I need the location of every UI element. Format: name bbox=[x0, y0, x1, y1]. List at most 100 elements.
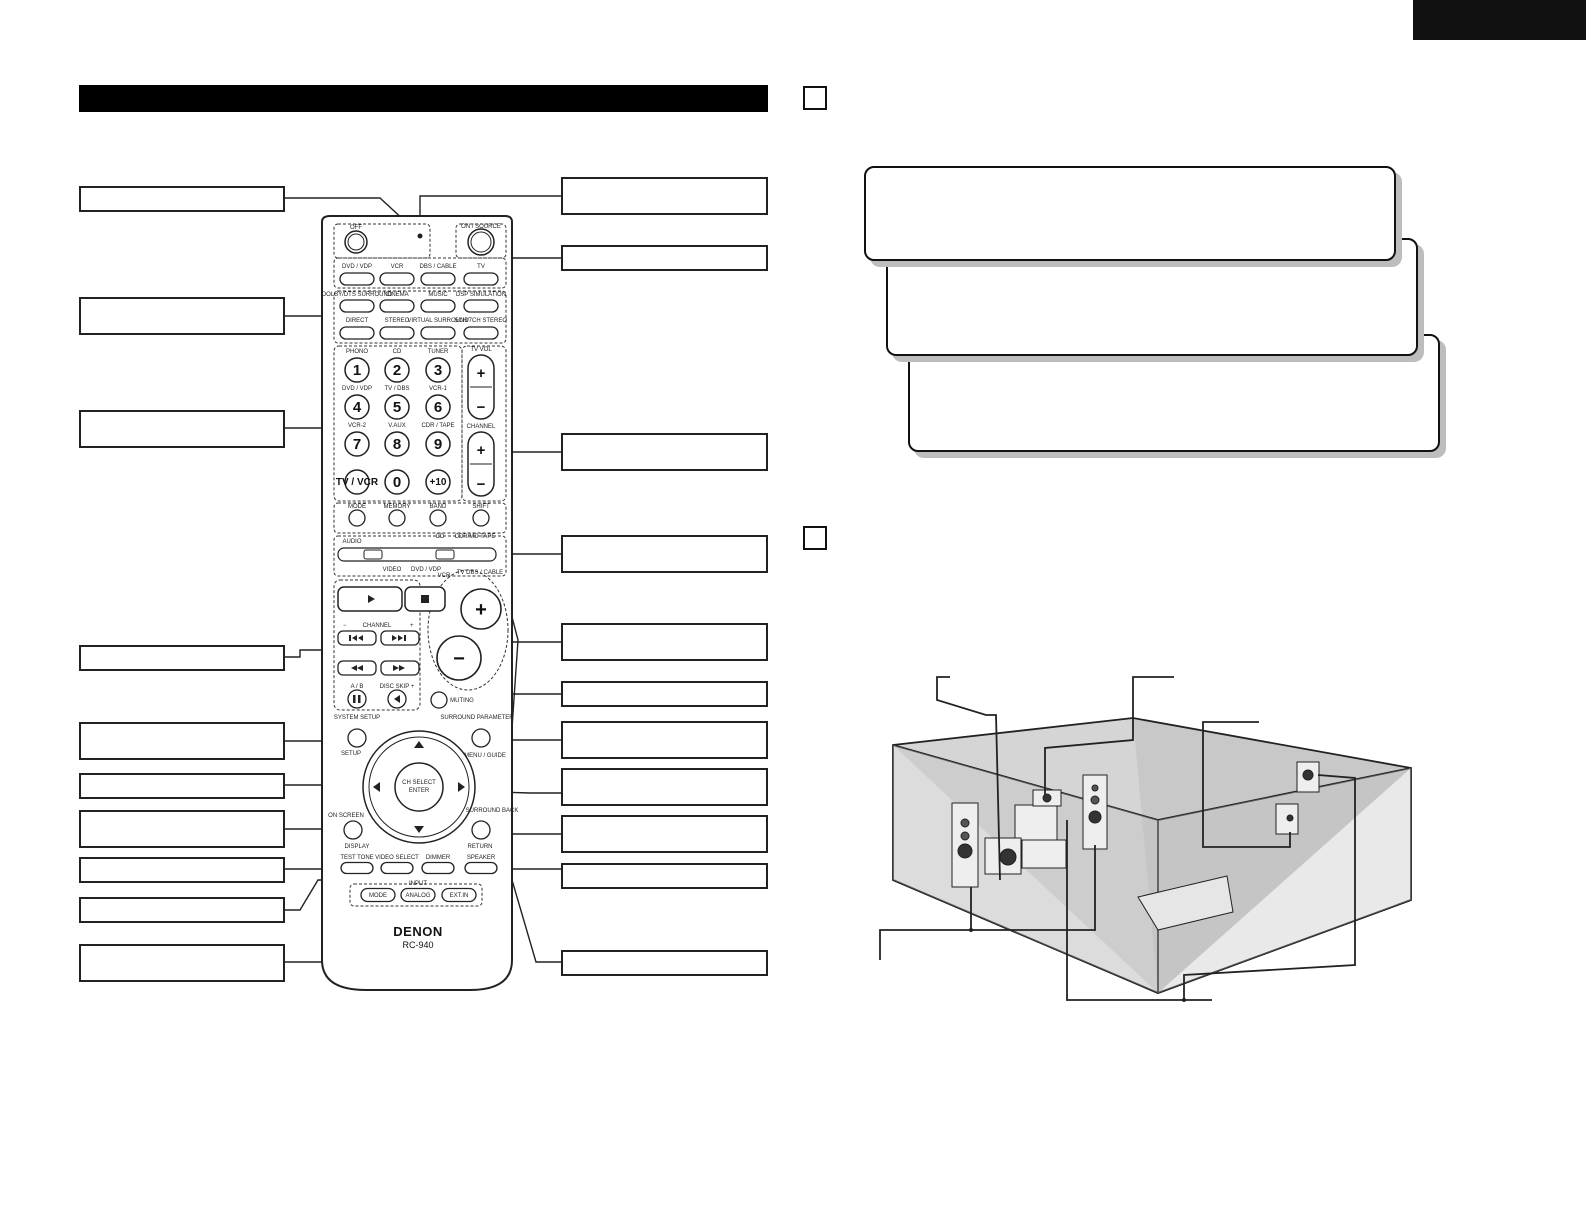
arrow-right-icon bbox=[458, 782, 465, 792]
number-key-label: CD bbox=[393, 349, 402, 355]
svg-text:RC-940: RC-940 bbox=[402, 940, 433, 950]
input-button-label: EXT.IN bbox=[450, 893, 469, 899]
svg-text:ON SCREEN: ON SCREEN bbox=[328, 813, 364, 819]
svg-text:DISC SKIP +: DISC SKIP + bbox=[380, 684, 415, 690]
mode-button-label: DBS / CABLE bbox=[419, 264, 456, 270]
surround-button-label: CINEMA bbox=[385, 292, 408, 298]
mode-button[interactable] bbox=[420, 272, 456, 286]
tuner-button-label: BAND bbox=[430, 504, 447, 510]
input-button[interactable] bbox=[400, 887, 436, 903]
tuner-button[interactable] bbox=[348, 509, 366, 527]
callout-power-buttons bbox=[561, 177, 768, 215]
number-key-value: 5 bbox=[393, 399, 401, 416]
stop-icon bbox=[421, 595, 429, 603]
mode-button[interactable] bbox=[339, 272, 375, 286]
svg-text:SYSTEM SETUP: SYSTEM SETUP bbox=[334, 715, 380, 721]
svg-text:INPUT: INPUT bbox=[409, 881, 427, 887]
callout-test-tone bbox=[79, 857, 285, 883]
tuner-button-label: MEMORY bbox=[384, 504, 411, 510]
callout-mode-selector-switch bbox=[561, 535, 768, 573]
surround-button[interactable] bbox=[463, 299, 499, 313]
mode-button-label: TV bbox=[477, 264, 485, 270]
bottom-row-button[interactable] bbox=[380, 861, 414, 875]
callout-remote-indicator bbox=[79, 186, 285, 212]
callout-surround-mode-buttons bbox=[79, 297, 285, 335]
bottom-row-button[interactable] bbox=[421, 861, 455, 875]
svg-text:VCR: VCR bbox=[438, 573, 451, 579]
mode-button[interactable] bbox=[379, 272, 415, 286]
tuner-button[interactable] bbox=[472, 509, 490, 527]
number-key[interactable] bbox=[384, 469, 410, 495]
surround-button[interactable] bbox=[379, 326, 415, 340]
number-key-label: TUNER bbox=[428, 349, 449, 355]
number-key-label: PHONO bbox=[346, 349, 368, 355]
room-diagram bbox=[879, 676, 1412, 1002]
callout-channel-select-enter bbox=[561, 768, 768, 806]
bottom-row-label: SPEAKER bbox=[467, 855, 496, 861]
number-key-value: TV / VCR bbox=[336, 477, 379, 488]
callout-mode-select bbox=[561, 245, 768, 271]
number-key[interactable] bbox=[425, 394, 451, 420]
svg-text:+: + bbox=[475, 599, 487, 621]
callout-video-select bbox=[79, 897, 285, 923]
svg-text:TV VOL: TV VOL bbox=[470, 347, 492, 353]
number-key[interactable] bbox=[384, 394, 410, 420]
surround-button[interactable] bbox=[420, 299, 456, 313]
mode-button-label: VCR bbox=[391, 264, 404, 270]
input-button-label: ANALOG bbox=[405, 893, 430, 899]
surround-button[interactable] bbox=[339, 299, 375, 313]
number-key-value: 1 bbox=[353, 362, 361, 379]
svg-text:+: + bbox=[410, 623, 414, 629]
input-button[interactable] bbox=[360, 887, 396, 903]
svg-text:OFF: OFF bbox=[350, 225, 362, 231]
svg-text:+: + bbox=[477, 365, 486, 382]
tuner-button-label: MODE bbox=[348, 504, 366, 510]
number-key[interactable] bbox=[344, 431, 370, 457]
number-key[interactable] bbox=[344, 357, 370, 383]
number-key-label: CDR / TAPE bbox=[421, 423, 454, 429]
arrow-up-icon bbox=[414, 741, 424, 748]
svg-text:RETURN: RETURN bbox=[468, 844, 493, 850]
number-key[interactable] bbox=[384, 431, 410, 457]
svg-text:MENU / GUIDE: MENU / GUIDE bbox=[464, 753, 506, 759]
input-button[interactable] bbox=[441, 887, 477, 903]
callout-surround-back bbox=[561, 815, 768, 853]
number-key-value: 3 bbox=[434, 362, 442, 379]
surround-button-label: 5CH/7CH STEREO bbox=[455, 318, 507, 324]
surround-button-label: DOLBY/DTS SURROUND bbox=[322, 292, 393, 298]
tuner-button[interactable] bbox=[388, 509, 406, 527]
mode-button-label: DVD / VDP bbox=[342, 264, 372, 270]
callout-number-buttons bbox=[79, 410, 285, 448]
arrow-down-icon bbox=[414, 826, 424, 833]
callout-muting bbox=[561, 681, 768, 707]
surround-button[interactable] bbox=[420, 326, 456, 340]
section-checkbox-1 bbox=[803, 86, 827, 110]
arrow-left-icon bbox=[373, 782, 380, 792]
number-key[interactable] bbox=[425, 469, 451, 495]
callout-on-screen bbox=[79, 810, 285, 848]
svg-text:A / B: A / B bbox=[351, 684, 364, 690]
tuner-button[interactable] bbox=[429, 509, 447, 527]
surround-button[interactable] bbox=[339, 326, 375, 340]
number-key-value: 0 bbox=[393, 474, 401, 491]
number-key[interactable] bbox=[344, 394, 370, 420]
callout-dimmer bbox=[561, 950, 768, 976]
number-key[interactable] bbox=[425, 357, 451, 383]
number-key[interactable] bbox=[344, 469, 370, 495]
svg-text:CD: CD bbox=[436, 534, 445, 540]
number-key-value: +10 bbox=[430, 477, 447, 488]
bottom-row-button[interactable] bbox=[464, 861, 498, 875]
svg-text:−: − bbox=[477, 476, 486, 493]
surround-button[interactable] bbox=[379, 299, 415, 313]
number-key-label: VCR-2 bbox=[348, 423, 367, 429]
mode-button[interactable] bbox=[463, 272, 499, 286]
callout-master-volume bbox=[561, 623, 768, 661]
surround-button[interactable] bbox=[463, 326, 499, 340]
page-header-tab bbox=[1413, 0, 1586, 40]
number-key[interactable] bbox=[384, 357, 410, 383]
svg-text:CH SELECT: CH SELECT bbox=[402, 780, 436, 786]
number-key[interactable] bbox=[425, 431, 451, 457]
bottom-row-button[interactable] bbox=[340, 861, 374, 875]
